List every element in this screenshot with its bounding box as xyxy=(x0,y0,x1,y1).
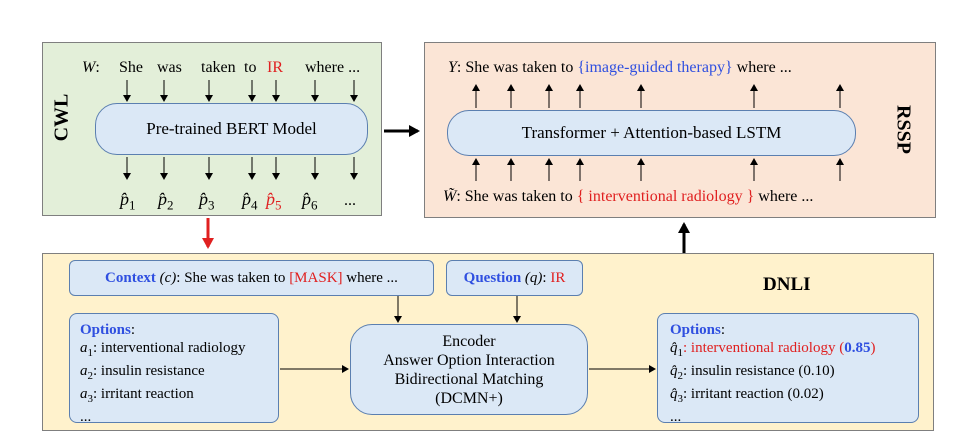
rssp-output-suffix: where ... xyxy=(732,59,792,76)
cwl-output-p2: p̂2 xyxy=(158,190,174,215)
scored-options-box: Options: q̂1: interventional radiology (… xyxy=(657,313,919,425)
scored-options-title: Options xyxy=(670,322,721,338)
cwl-output-p4: p̂4 xyxy=(242,190,258,215)
scored-option-item: q̂1: interventional radiology (0.85) xyxy=(670,339,906,362)
context-title: Context xyxy=(105,269,156,286)
rssp-output-prefix: : She was taken to xyxy=(456,59,578,76)
option-item: a3: irritant reaction xyxy=(80,385,268,408)
cwl-output-symbol: p̂ xyxy=(266,189,275,209)
scored-option-item: q̂3: irritant reaction (0.02) xyxy=(670,385,906,408)
cwl-word: was xyxy=(157,59,182,76)
scored-option-var: q̂ xyxy=(670,363,678,379)
scored-option-index: 2 xyxy=(677,370,684,382)
rssp-input-suffix: where ... xyxy=(754,188,814,205)
question-title: Question xyxy=(463,269,522,286)
scored-options-list: q̂1: interventional radiology (0.85)q̂2:… xyxy=(670,339,906,408)
scored-option-text: : interventional radiology ( xyxy=(683,340,845,356)
option-item: a2: insulin resistance xyxy=(80,362,268,385)
scored-option-item: q̂2: insulin resistance (0.10) xyxy=(670,362,906,385)
cwl-word: to xyxy=(244,59,257,76)
context-suffix: where ... xyxy=(342,269,398,286)
cwl-output-symbol: p̂ xyxy=(199,189,208,209)
encoder-line: Bidirectional Matching xyxy=(394,370,544,388)
cwl-word: She xyxy=(119,59,143,76)
cwl-label: CWL xyxy=(50,93,73,142)
rssp-input-span: { interventional radiology } xyxy=(576,188,755,205)
cwl-output-symbol: p̂ xyxy=(158,189,167,209)
cwl-output-index: 2 xyxy=(167,197,174,213)
options-more: ... xyxy=(80,409,92,425)
context-var: (c) xyxy=(159,269,177,286)
cwl-output-index: 4 xyxy=(251,197,258,213)
context-prefix: : She was taken to xyxy=(176,269,290,286)
rssp-output-span: {image-guided therapy} xyxy=(577,59,733,76)
scored-option-score: 0.85 xyxy=(844,340,871,356)
cwl-word: taken xyxy=(201,59,236,76)
scored-option-text: : insulin resistance (0.10) xyxy=(683,363,835,379)
question-value: IR xyxy=(550,269,566,286)
cwl-output-symbol: p̂ xyxy=(242,189,251,209)
encoder-line: Answer Option Interaction xyxy=(383,351,555,369)
options-title: Options xyxy=(80,322,131,338)
question-box: Question (q): IR xyxy=(446,260,583,296)
rssp-input-sentence: W̃: She was taken to { interventional ra… xyxy=(443,188,813,206)
option-item: a1: interventional radiology xyxy=(80,339,268,362)
option-text: : irritant reaction xyxy=(93,386,194,402)
option-var: a xyxy=(80,363,88,379)
context-mask: [MASK] xyxy=(289,269,343,286)
scored-option-text: : irritant reaction (0.02) xyxy=(683,386,824,402)
cwl-output-p5: p̂5 xyxy=(266,190,282,215)
bert-model-box: Pre-trained BERT Model xyxy=(95,103,368,155)
cwl-output-index: 1 xyxy=(129,197,136,213)
cwl-masked-word: IR xyxy=(267,59,283,76)
rssp-label: RSSP xyxy=(892,105,915,154)
rssp-input-prefix: : She was taken to xyxy=(456,188,577,205)
cwl-output-ellipsis: ... xyxy=(344,192,356,209)
rssp-input-var: W̃ xyxy=(443,188,457,205)
option-index: 3 xyxy=(87,393,94,405)
cwl-output-symbol: p̂ xyxy=(120,189,129,209)
encoder-line: Encoder xyxy=(442,332,496,350)
context-box: Context (c): She was taken to [MASK] whe… xyxy=(69,260,434,296)
transformer-lstm-box: Transformer + Attention-based LSTM xyxy=(447,110,856,156)
scored-option-index: 1 xyxy=(677,347,684,359)
option-index: 1 xyxy=(87,347,94,359)
cwl-output-index: 5 xyxy=(275,197,282,213)
scored-option-var: q̂ xyxy=(670,340,678,356)
option-var: a xyxy=(80,340,88,356)
option-text: : insulin resistance xyxy=(93,363,205,379)
cwl-output-index: 6 xyxy=(311,197,318,213)
cwl-output-index: 3 xyxy=(208,197,215,213)
cwl-input-var: W: xyxy=(82,59,100,76)
scored-option-var: q̂ xyxy=(670,386,678,402)
scored-option-close: ) xyxy=(870,340,876,356)
cwl-output-p6: p̂6 xyxy=(302,190,318,215)
question-var: (q) xyxy=(524,269,543,286)
bert-model-label: Pre-trained BERT Model xyxy=(146,119,317,138)
cwl-output-p1: p̂1 xyxy=(120,190,136,215)
cwl-sentence-tail: where ... xyxy=(305,59,361,76)
rssp-output-var: Y xyxy=(448,59,457,76)
scored-options-more: ... xyxy=(670,409,682,425)
question-sep: : xyxy=(542,269,551,286)
scored-option-index: 3 xyxy=(677,393,684,405)
option-index: 2 xyxy=(87,370,94,382)
transformer-lstm-label: Transformer + Attention-based LSTM xyxy=(521,123,782,142)
option-var: a xyxy=(80,386,88,402)
cwl-output-symbol: p̂ xyxy=(302,189,311,209)
dnli-label: DNLI xyxy=(763,274,811,295)
option-text: : interventional radiology xyxy=(93,340,246,356)
rssp-output-sentence: Y: She was taken to {image-guided therap… xyxy=(448,59,792,77)
encoder-line: (DCMN+) xyxy=(435,389,503,407)
cwl-output-p3: p̂3 xyxy=(199,190,215,215)
